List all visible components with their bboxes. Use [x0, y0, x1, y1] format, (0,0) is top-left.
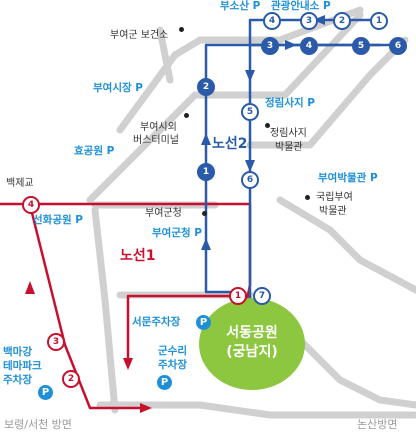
route2-stop-1-left: 1 [197, 163, 215, 181]
route1-stop-2: 2 [62, 370, 80, 388]
landmark-jeongnimsaji-museum-1: 정림사지 [270, 128, 307, 139]
route2-stop-5-right: 5 [352, 37, 370, 55]
national-museum-marker [305, 195, 310, 200]
road-middle-diagonal [86, 11, 364, 204]
route2-stop-3-mid: 3 [261, 37, 279, 55]
parking-jeongnimsaji: 정림사지 P [265, 97, 315, 109]
route2-stop-5-down: 5 [241, 103, 259, 121]
route2-stop-3-top: 3 [300, 12, 318, 30]
parking-baekmagang-p-icon: P [38, 385, 53, 400]
bus-terminal-marker [184, 113, 189, 118]
route2-stop-6-down: 6 [241, 171, 259, 189]
road-east-lower [276, 196, 416, 294]
road-upper-diagonal [116, 6, 364, 134]
parking-gunsuri-2: 주차장 [158, 359, 187, 371]
parking-baekmagang-1: 백마강 [3, 346, 32, 358]
route1-stop-3: 3 [47, 333, 65, 351]
route2-stop-4-mid: 4 [300, 37, 318, 55]
landmark-health-center: 부여군 보건소 [110, 30, 169, 41]
parking-county-office: 부여군청 P [152, 227, 202, 239]
road-west-vertical [91, 206, 119, 414]
county-office-marker [202, 211, 207, 216]
direction-nonsan: 논산방면 [357, 418, 398, 431]
landmark-national-museum-2: 박물관 [319, 206, 347, 217]
parking-hyo-park: 효공원 P [74, 145, 115, 157]
route2-stop-7: 7 [253, 287, 271, 305]
parking-seomun: 서문주차장 [132, 316, 181, 328]
route1-path-southloop [28, 204, 140, 410]
parking-baekmagang-2: 테마파크 [3, 360, 42, 372]
destination-sub: (궁남지) [226, 344, 278, 360]
parking-buyeo-market: 부여시장 P [93, 82, 143, 94]
route2-stop-4-top: 4 [263, 12, 281, 30]
health-center-marker [179, 27, 184, 32]
parking-baekmagang-3: 주차장 [3, 374, 32, 386]
route2-stop-1: 1 [370, 12, 388, 30]
direction-boryeong-seocheon: 보령/서천 방면 [4, 418, 72, 431]
road-south-horizontal [96, 401, 416, 419]
parking-seonhwa-park: 선화공원 P [33, 214, 83, 226]
parking-gunsuri-p-icon: P [157, 375, 172, 390]
route1-label: 노선1 [120, 248, 156, 264]
route2-stop-2: 2 [333, 12, 351, 30]
destination-name: 서동공원 [226, 325, 278, 341]
route2-label: 노선2 [212, 136, 248, 152]
parking-tourist-info: 관광안내소 P [271, 0, 331, 12]
destination-label: 서동공원 (궁남지) [199, 324, 305, 362]
route2-stop-2-left: 2 [197, 78, 215, 96]
parking-busosan: 부소산 P [220, 0, 261, 12]
landmark-jeongnimsaji-museum-2: 박물관 [275, 142, 303, 153]
route2-arrows [201, 15, 325, 312]
landmark-baekjegyo: 백제교 [6, 178, 34, 189]
parking-gunsuri-1: 군수리 [158, 345, 187, 357]
parking-buyeo-museum: 부여박물관 P [318, 172, 378, 184]
landmark-bus-terminal-2: 버스터미널 [133, 135, 179, 146]
road-southeast [296, 336, 416, 409]
jeongnimsaji-museum-marker [265, 123, 270, 128]
route1-stop-4: 4 [22, 196, 40, 214]
landmark-county-office: 부여군청 [145, 208, 182, 219]
route1-stop-1: 1 [229, 287, 247, 305]
route2-stop-6-right: 6 [389, 37, 407, 55]
route1-path-west [126, 294, 248, 360]
destination-seodong-park [199, 298, 305, 390]
road-east-diagonal [246, 36, 409, 149]
landmark-bus-terminal-1: 부여시외 [140, 122, 177, 133]
landmark-national-museum-1: 국립부여 [316, 192, 353, 203]
road-upper-left [156, 26, 174, 84]
parking-seomun-p-icon: P [196, 315, 211, 330]
